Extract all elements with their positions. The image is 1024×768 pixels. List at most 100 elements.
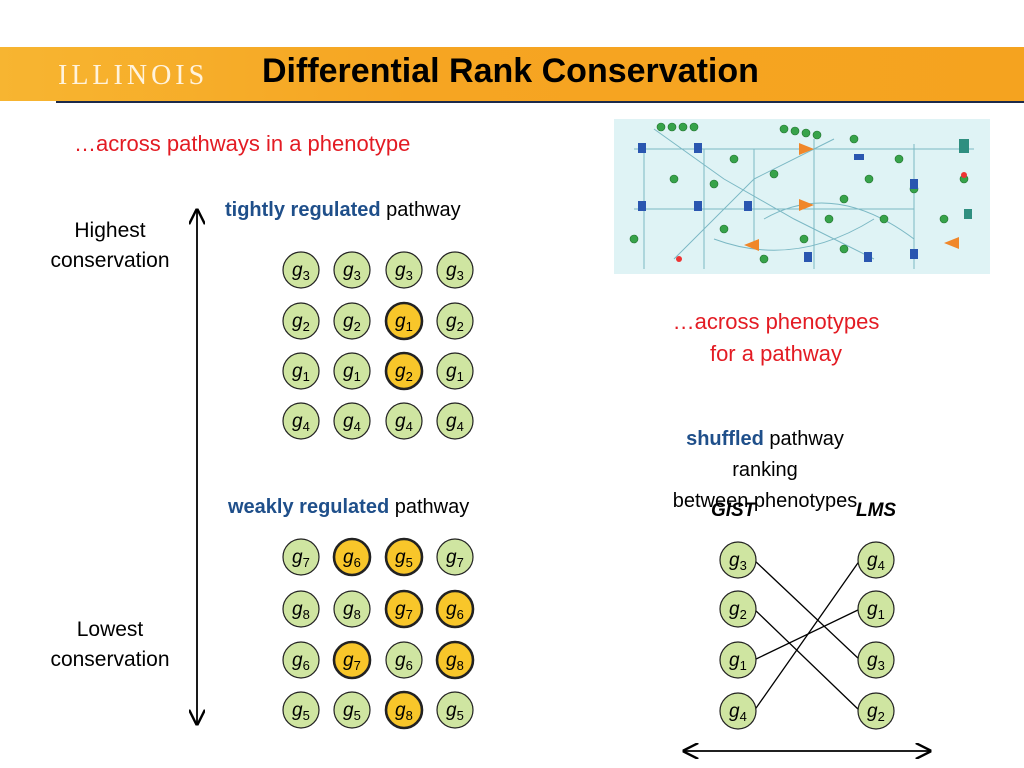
gene-node-circle <box>385 641 423 679</box>
gist-gene-node: g2 <box>719 590 757 628</box>
weak-gene-node: g5 <box>384 537 424 577</box>
subtitle-right-line1: …across phenotypes <box>672 309 880 334</box>
tight-pathway-label: tightly regulated pathway <box>225 199 461 222</box>
gene-node-circle <box>857 590 895 628</box>
gene-node-circle <box>384 301 424 341</box>
gene-node-circle <box>719 590 757 628</box>
tight-gene-node: g1 <box>384 301 424 341</box>
tight-rest: pathway <box>380 199 461 221</box>
gene-node-circle <box>435 589 475 629</box>
weak-gene-node: g7 <box>384 589 424 629</box>
gene-node-circle <box>282 302 320 340</box>
lms-gene-node: g2 <box>857 692 895 730</box>
weak-bold: weakly regulated <box>228 496 390 518</box>
lms-gene-node: g1 <box>857 590 895 628</box>
gene-node-circle <box>333 302 371 340</box>
tight-gene-node: g3 <box>436 251 474 289</box>
weak-gene-node: g6 <box>282 641 320 679</box>
gene-node-circle <box>719 541 757 579</box>
weak-gene-node: g5 <box>333 691 371 729</box>
gene-node-circle <box>385 251 423 289</box>
gene-node-circle <box>333 691 371 729</box>
highest-line2: conservation <box>50 249 170 272</box>
gene-node-circle <box>719 641 757 679</box>
highest-conservation-label: Highest conservation <box>30 216 190 276</box>
gist-gene-node: g3 <box>719 541 757 579</box>
gene-node-circle <box>436 402 474 440</box>
gene-node-circle <box>282 641 320 679</box>
tight-gene-node: g2 <box>333 302 371 340</box>
gene-node-circle <box>436 691 474 729</box>
gene-node-circle <box>384 589 424 629</box>
lowest-conservation-label: Lowest conservation <box>30 615 190 675</box>
phenotype-gist: GIST <box>711 500 756 521</box>
lms-gene-node: g3 <box>857 641 895 679</box>
slide-title: Differential Rank Conservation <box>262 52 759 90</box>
shuffle-line <box>753 559 861 712</box>
shuffle-connections <box>753 559 861 712</box>
weak-pathway-label: weakly regulated pathway <box>228 496 469 519</box>
gene-node-circle <box>857 692 895 730</box>
subtitle-right-line2: for a pathway <box>709 341 843 366</box>
gist-gene-node: g1 <box>719 641 757 679</box>
shuffled-line2: between phenotypes <box>672 490 858 512</box>
tight-gene-node: g3 <box>333 251 371 289</box>
subtitle-left: …across pathways in a phenotype <box>74 131 411 156</box>
tight-gene-node: g1 <box>282 352 320 390</box>
weak-gene-node: g6 <box>385 641 423 679</box>
weak-gene-node: g8 <box>384 690 424 730</box>
gene-node-circle <box>332 640 372 680</box>
gene-node-circle <box>857 541 895 579</box>
gene-node-circle <box>384 537 424 577</box>
gene-node-circle <box>333 352 371 390</box>
tight-bold: tightly regulated <box>225 199 381 221</box>
gene-node-circle <box>333 590 371 628</box>
tight-gene-node: g4 <box>385 402 423 440</box>
weak-gene-node: g5 <box>436 691 474 729</box>
gene-node-circle <box>385 402 423 440</box>
shuffled-bold: shuffled <box>686 428 764 450</box>
gene-node-circle <box>282 538 320 576</box>
tight-gene-node: g4 <box>333 402 371 440</box>
tight-gene-node: g1 <box>333 352 371 390</box>
shuffle-line <box>753 559 861 661</box>
weak-gene-node: g7 <box>282 538 320 576</box>
lowest-line1: Lowest <box>76 618 144 641</box>
lowest-line2: conservation <box>50 648 170 671</box>
gene-node-circle <box>282 691 320 729</box>
gist-gene-column: g3 g2 g1 g4 <box>719 541 757 730</box>
gene-node-circle <box>384 690 424 730</box>
weak-gene-node: g8 <box>333 590 371 628</box>
tight-gene-node: g2 <box>282 302 320 340</box>
shuffle-line <box>753 608 861 712</box>
gene-node-circle <box>435 640 475 680</box>
tight-gene-node: g4 <box>282 402 320 440</box>
tight-gene-node: g3 <box>282 251 320 289</box>
tight-gene-node: g1 <box>436 352 474 390</box>
phenotype-lms: LMS <box>856 500 897 521</box>
tight-gene-node: g3 <box>385 251 423 289</box>
weak-gene-node: g6 <box>332 537 372 577</box>
gene-node-circle <box>333 251 371 289</box>
shuffled-rest: pathway ranking <box>732 428 844 481</box>
weak-rest: pathway <box>389 496 470 518</box>
header-underline <box>56 101 1024 103</box>
illinois-logo: ILLINOIS <box>58 60 209 91</box>
shuffled-label: shuffled pathway ranking between phenoty… <box>660 424 870 517</box>
weak-gene-node: g8 <box>282 590 320 628</box>
tight-gene-node: g2 <box>384 351 424 391</box>
gene-node-circle <box>436 302 474 340</box>
gene-node-circle <box>332 537 372 577</box>
tight-gene-node: g4 <box>436 402 474 440</box>
pathway-network-image <box>614 119 990 274</box>
gist-gene-node: g4 <box>719 692 757 730</box>
gene-node-circle <box>282 590 320 628</box>
gene-node-circle <box>333 402 371 440</box>
weak-gene-node: g6 <box>435 589 475 629</box>
gene-node-circle <box>282 352 320 390</box>
gene-node-circle <box>436 251 474 289</box>
subtitle-right: …across phenotypes for a pathway <box>640 306 912 370</box>
